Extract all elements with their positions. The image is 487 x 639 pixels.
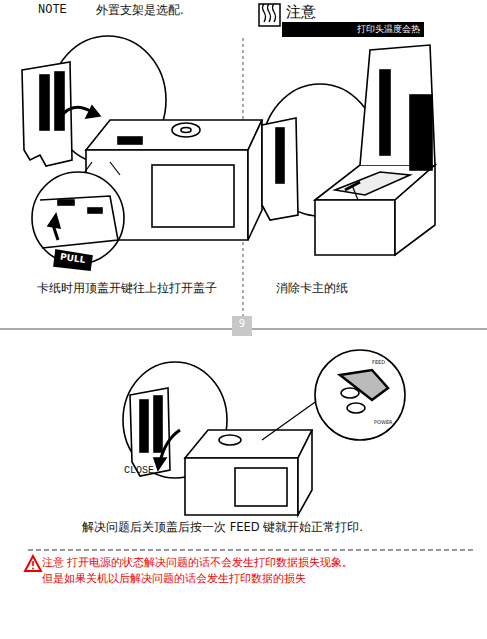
printer-drawing-close bbox=[235, 468, 287, 506]
printer-drawing-pull bbox=[86, 106, 100, 118]
printer-drawing-pull bbox=[48, 214, 60, 228]
button-label: POWER bbox=[374, 419, 414, 425]
printer-drawing-open bbox=[315, 200, 395, 255]
printer-drawing-open bbox=[335, 172, 410, 195]
printer-drawing-close bbox=[315, 350, 405, 440]
printer-drawing-pull bbox=[248, 120, 262, 240]
printer-drawing-open bbox=[352, 185, 358, 200]
button-label: FEED bbox=[372, 359, 412, 365]
close-label: CLOSE bbox=[124, 465, 174, 478]
printer-drawing-pull bbox=[118, 137, 142, 144]
step-caption: 解决问题后关顶盖后按一次 FEED 键就开始正常打印. bbox=[82, 520, 442, 534]
printer-drawing-open bbox=[276, 128, 284, 183]
printer-drawing-open bbox=[262, 118, 298, 220]
printer-drawing-pull bbox=[40, 196, 118, 248]
printer-drawing-open bbox=[380, 70, 390, 155]
printer-drawing-close bbox=[340, 370, 388, 400]
printer-drawing-open bbox=[262, 45, 435, 255]
printer-drawing-pull bbox=[86, 120, 262, 150]
printer-drawing-pull bbox=[40, 75, 49, 130]
step-caption: 卡纸时用顶盖开键往上拉打开盖子 bbox=[37, 281, 217, 295]
printer-drawing-close bbox=[347, 403, 365, 413]
caution-icon bbox=[25, 556, 41, 571]
printer-drawing-close bbox=[219, 435, 241, 445]
printer-drawing-close bbox=[154, 396, 162, 452]
printer-drawing-close bbox=[185, 430, 312, 458]
printer-drawing-pull bbox=[32, 172, 124, 264]
step-caption: 消除卡主的纸 bbox=[276, 281, 426, 296]
printer-drawing-pull bbox=[55, 72, 64, 130]
printer-drawing-close bbox=[123, 350, 405, 515]
printer-drawing-close bbox=[341, 388, 359, 398]
caution-note: 注意 打开电源的状态解决问题的话不会发生打印数据损失现象。 bbox=[42, 556, 482, 570]
printer-drawing-close bbox=[185, 458, 298, 515]
caution-icon bbox=[25, 556, 41, 571]
printer-drawing-pull bbox=[88, 208, 102, 213]
printer-drawing-pull bbox=[22, 36, 262, 270]
printer-drawing-close bbox=[298, 430, 312, 515]
warning-heading: 注意打印头温度会热 bbox=[284, 3, 424, 37]
printer-drawing-close bbox=[262, 400, 318, 440]
caution-note: 但是如果关机以后解决问题的话会发生打印数据的损失 bbox=[42, 572, 482, 586]
printer-drawing-close bbox=[140, 400, 148, 452]
printer-drawing-close bbox=[154, 458, 166, 470]
printer-drawing-pull bbox=[181, 128, 191, 133]
note-text: 外置支架是选配. bbox=[96, 3, 236, 18]
printer-drawing-close bbox=[130, 388, 170, 476]
heat-warning-icon bbox=[263, 4, 276, 22]
heading-text: 注意 bbox=[284, 3, 424, 22]
heat-warning-icon bbox=[259, 4, 280, 26]
printer-drawing-pull bbox=[172, 123, 200, 137]
divider-lines bbox=[28, 550, 475, 551]
page-number-box bbox=[232, 316, 252, 336]
page-number: 9 bbox=[232, 318, 252, 331]
printer-drawing-pull bbox=[110, 162, 120, 175]
note-tag: NOTE bbox=[38, 3, 88, 18]
printer-drawing-pull bbox=[58, 200, 74, 205]
printer-drawing-open bbox=[410, 95, 432, 170]
caution-icon bbox=[32, 561, 34, 566]
heat-warning-icon bbox=[259, 4, 280, 26]
printer-drawing-pull bbox=[152, 165, 234, 227]
caution-icon bbox=[32, 568, 34, 570]
warning-band: 打印头温度会热 bbox=[282, 22, 424, 37]
